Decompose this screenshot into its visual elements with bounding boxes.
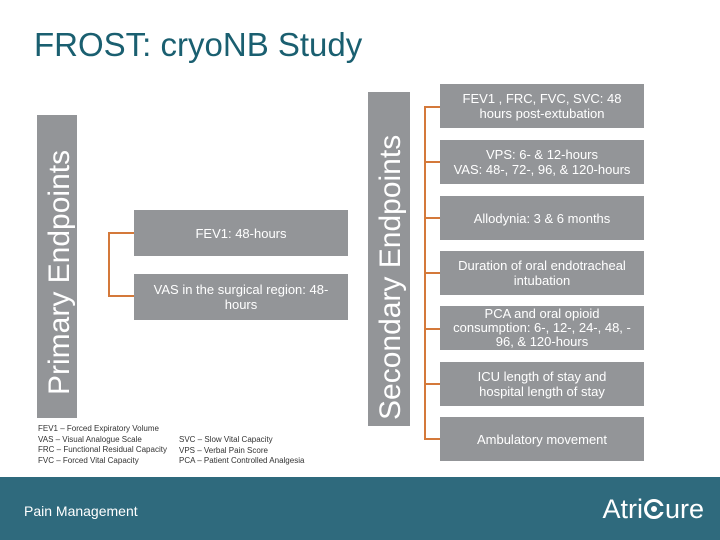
secondary-connector-h5 <box>424 328 440 330</box>
primary-box-fev1: FEV1: 48-hours <box>134 210 348 256</box>
title-suffix: NB Study <box>222 26 363 63</box>
legend-item: FRC – Functional Residual Capacity <box>38 445 167 454</box>
logo-text-left: Atri <box>602 494 643 524</box>
primary-endpoints-bar: Primary Endpoints <box>37 115 77 418</box>
page-title: FROST: cryoNB Study <box>34 26 362 64</box>
secondary-box-pain-scores-line1: VPS: 6- & 12-hours <box>486 147 598 162</box>
secondary-box-intubation-line1: Duration of oral endotracheal <box>458 258 626 273</box>
secondary-box-icu-line1: ICU length of stay and <box>477 369 607 384</box>
primary-box-vas: VAS in the surgical region: 48-hours <box>134 274 348 320</box>
primary-connector-h1 <box>108 232 134 234</box>
legend-item: PCA – Patient Controlled Analgesia <box>179 456 305 465</box>
secondary-box-pulmonary-line2: hours post-extubation <box>479 106 605 121</box>
secondary-box-opioid-line2: consumption: 6-, 12-, 24-, 48, - <box>453 320 631 335</box>
secondary-box-opioid-line3: 96, & 120-hours <box>495 334 589 349</box>
secondary-box-pain-scores-line2: VAS: 48-, 72-, 96, & 120-hours <box>453 162 631 177</box>
logo-text-right: ure <box>664 494 704 524</box>
legend-item: FVC – Forced Vital Capacity <box>38 455 139 465</box>
secondary-connector-h2 <box>424 161 440 163</box>
secondary-box-allodynia-text: Allodynia: 3 & 6 months <box>473 210 611 226</box>
secondary-box-opioid-line1: PCA and oral opioid <box>484 306 600 321</box>
secondary-connector-h1 <box>424 106 440 108</box>
legend-right: SVC – Slow Vital Capacity VPS – Verbal P… <box>179 435 304 467</box>
primary-connector-vertical <box>108 232 110 296</box>
secondary-box-pulmonary-line1: FEV1 , FRC, FVC, SVC: 48 <box>462 91 622 106</box>
primary-box-fev1-text: FEV1: 48-hours <box>195 225 287 241</box>
secondary-box-ambulatory: Ambulatory movement <box>440 417 644 461</box>
secondary-box-icu-line2: hospital length of stay <box>479 384 605 399</box>
secondary-connector-h4 <box>424 272 440 274</box>
secondary-endpoints-bar: Secondary Endpoints <box>368 92 410 426</box>
title-main: FROST: cryo <box>34 26 223 63</box>
legend-item: VAS – Visual Analogue Scale <box>38 434 142 444</box>
legend-item: SVC – Slow Vital Capacity <box>179 435 273 444</box>
legend-left: FEV1 – Forced Expiratory Volume VAS – Vi… <box>38 424 167 466</box>
primary-endpoints-label: Primary Endpoints <box>43 149 76 395</box>
secondary-box-ambulatory-text: Ambulatory movement <box>476 431 608 447</box>
secondary-connector-h7 <box>424 438 440 440</box>
secondary-box-allodynia: Allodynia: 3 & 6 months <box>440 196 644 240</box>
logo-c-mark-icon <box>643 499 665 519</box>
secondary-endpoints-label: Secondary Endpoints <box>374 134 407 420</box>
primary-box-vas-text: VAS in the surgical region: 48-hours <box>153 282 329 312</box>
legend-item: FEV1 – Forced Expiratory Volume <box>38 424 159 433</box>
secondary-box-intubation-line2: intubation <box>513 273 571 288</box>
legend-item: VPS – Verbal Pain Score <box>179 445 268 455</box>
secondary-connector-h3 <box>424 217 440 219</box>
footer-text: Pain Management <box>24 503 138 519</box>
secondary-connector-h6 <box>424 383 440 385</box>
primary-connector-h2 <box>108 295 134 297</box>
